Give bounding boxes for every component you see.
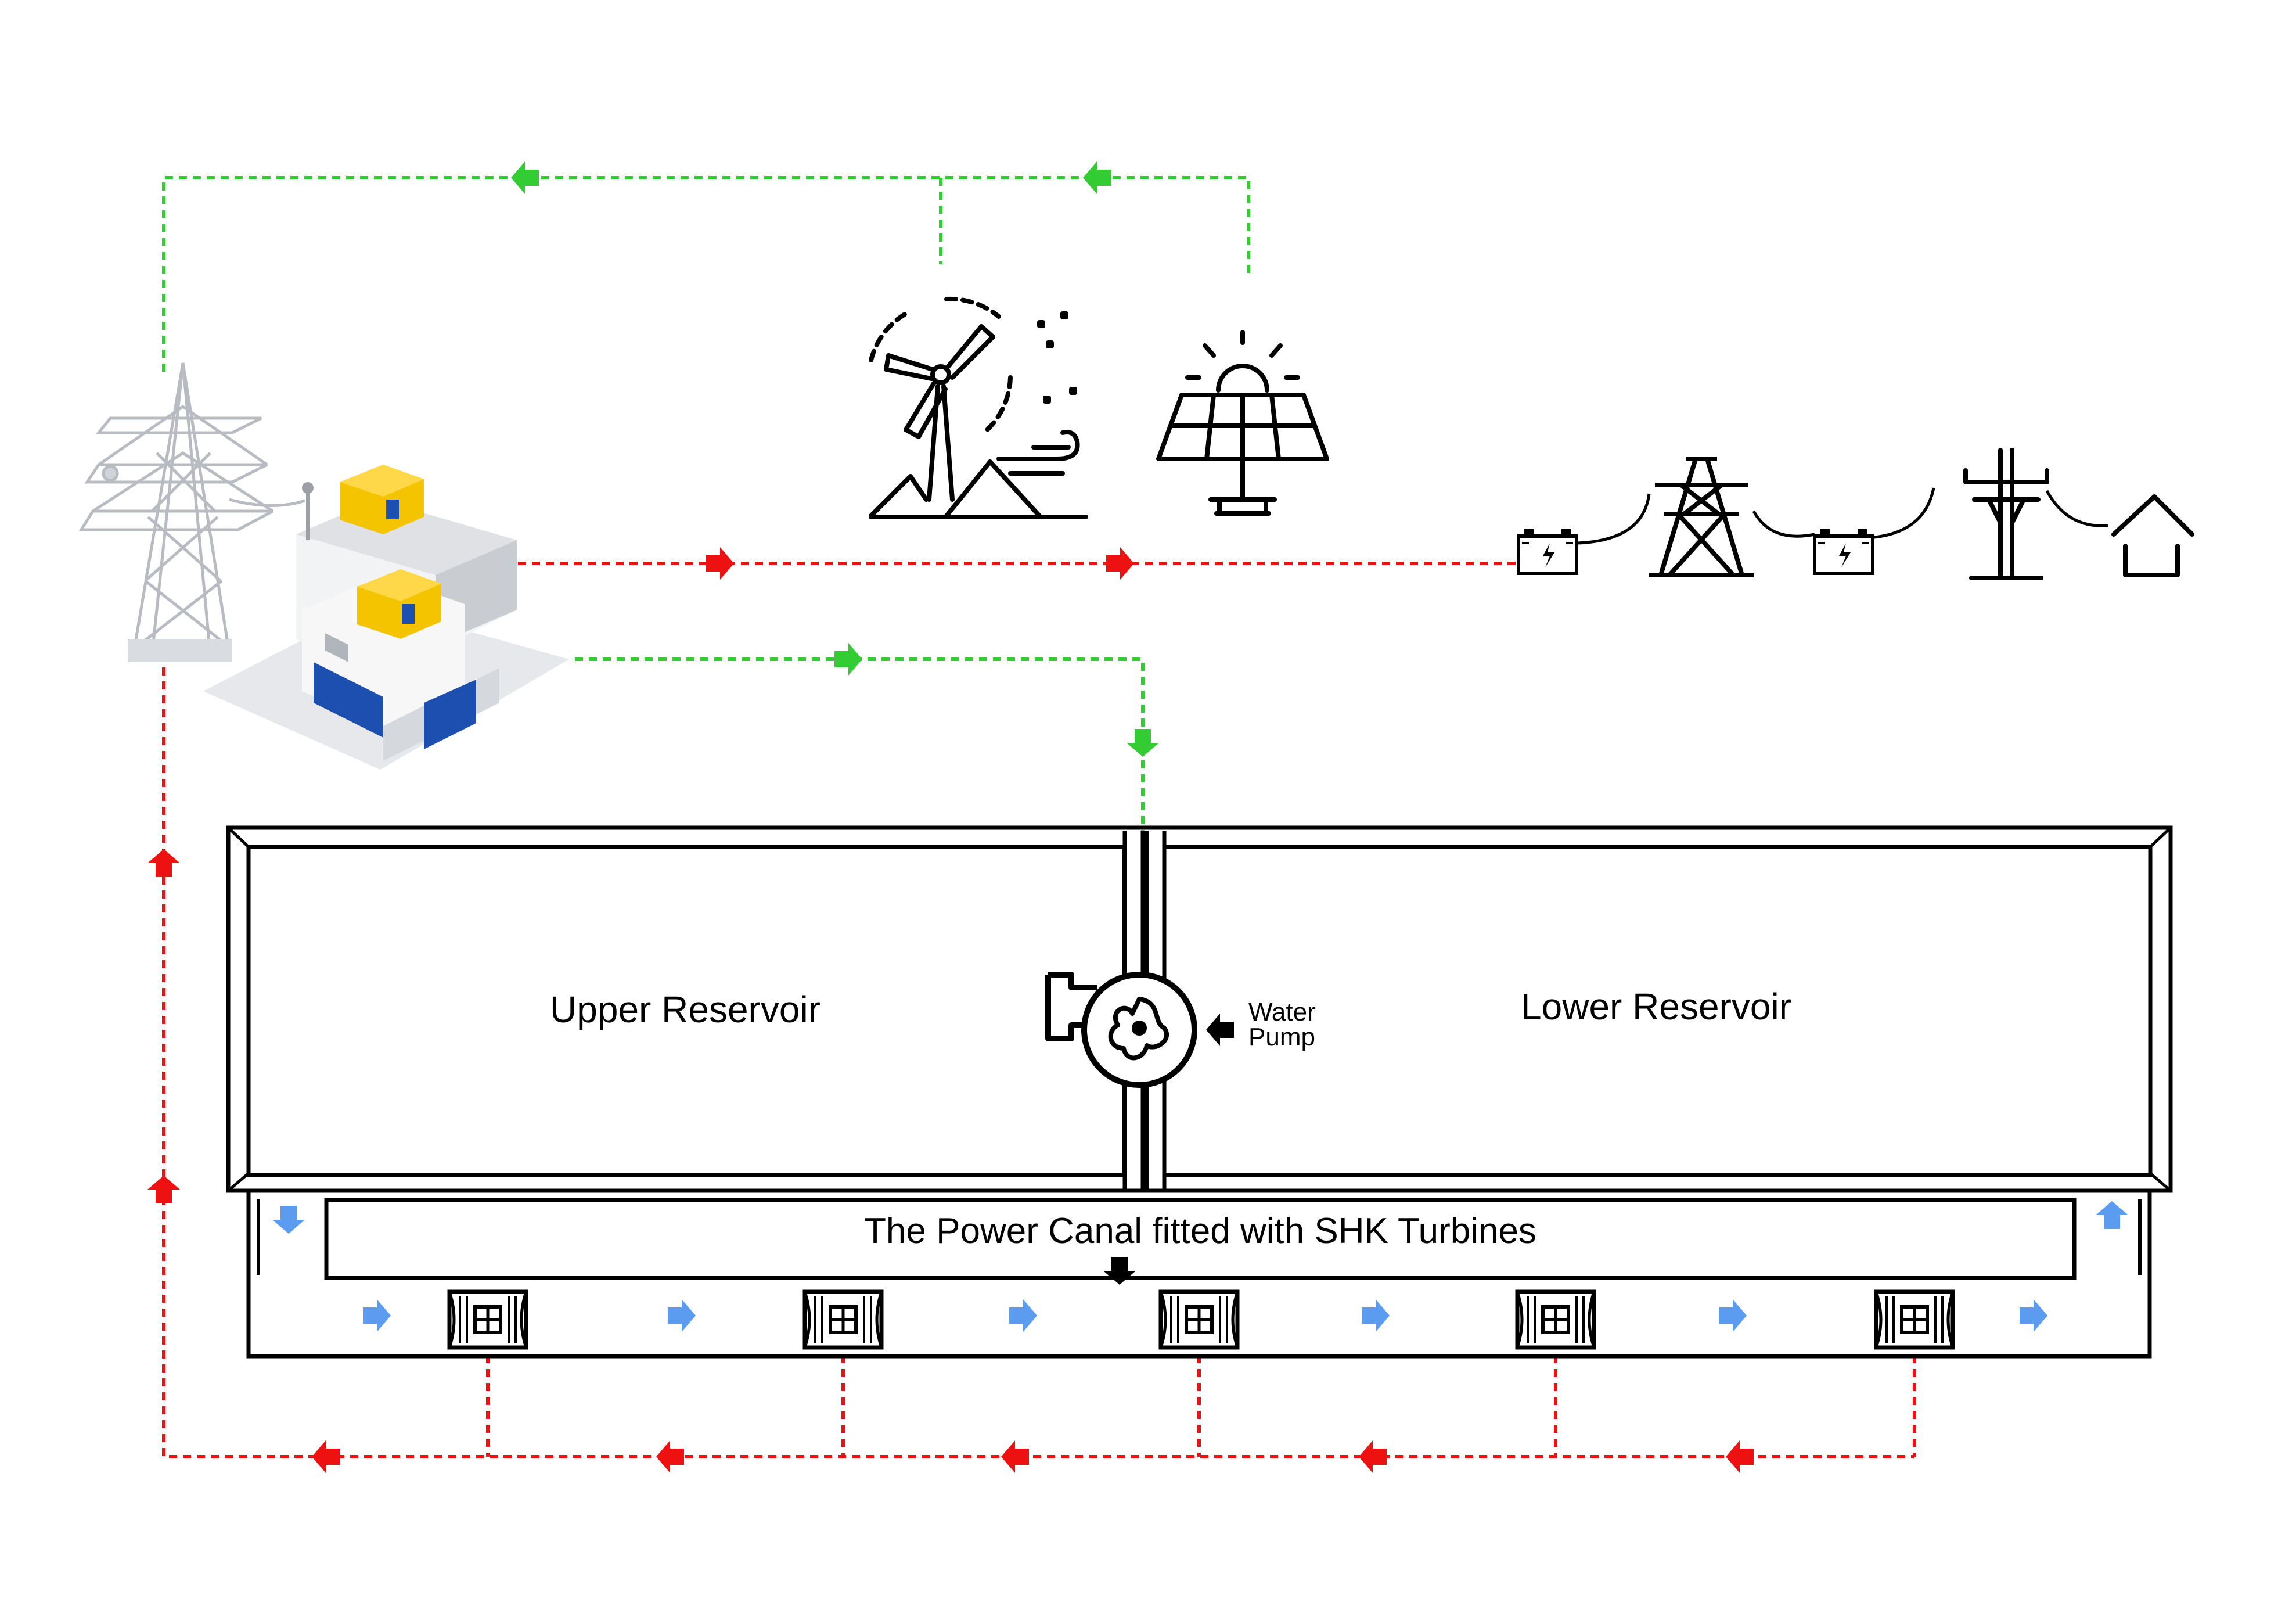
- pump-indicator-arrow: [1206, 1014, 1234, 1046]
- turbine-icon: [1161, 1292, 1237, 1348]
- water-pump-label-line1: Water: [1248, 998, 1316, 1026]
- power-station-building-icon: [203, 465, 569, 770]
- turbine-icon: [1876, 1292, 1953, 1348]
- turbine-icon: [1517, 1292, 1594, 1348]
- transmission-tower-icon: [78, 362, 305, 655]
- turbine-icon: [449, 1292, 526, 1348]
- lower-reservoir-label: Lower Reservoir: [1521, 986, 1791, 1027]
- power-canal-label: The Power Canal fitted with SHK Turbines: [864, 1211, 1536, 1251]
- water-pump-label-line2: Pump: [1248, 1023, 1315, 1051]
- distribution-chain: [1518, 448, 2194, 580]
- red-flow-lines: [162, 562, 1916, 1458]
- utility-pole-icon: [1963, 448, 2049, 580]
- turbine-icon: [805, 1292, 881, 1348]
- water-pump-icon: [1045, 972, 1197, 1088]
- battery-icon: [1815, 529, 1873, 573]
- battery-icon: [1518, 529, 1577, 573]
- reservoir-structure: [226, 825, 2173, 1359]
- upper-reservoir-label: Upper Reservoir: [550, 989, 820, 1030]
- transmission-tower-icon: [1649, 457, 1754, 577]
- tower-base: [128, 639, 232, 662]
- house-icon: [2111, 494, 2194, 577]
- solar-panel-icon: [1156, 330, 1329, 516]
- wind-turbine-icon: [869, 296, 1088, 519]
